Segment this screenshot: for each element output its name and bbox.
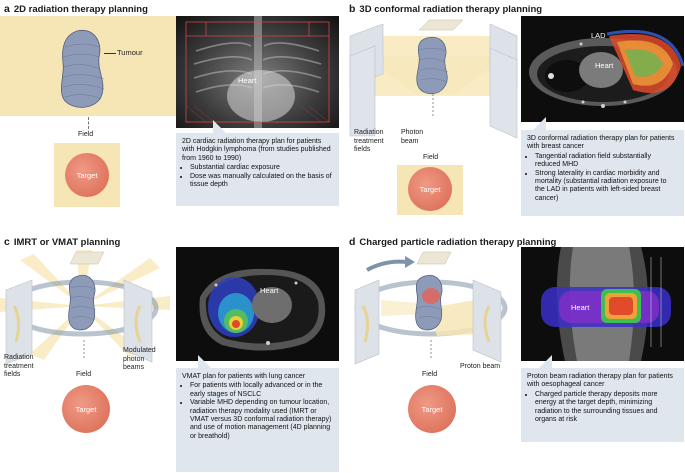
panel-b-target: Target — [408, 167, 452, 211]
panel-b-photon-beam-label: Photon beam — [401, 129, 424, 145]
panel-a-field-label: Field — [78, 131, 94, 138]
panel-d-title-text: Charged particle radiation therapy plann… — [359, 237, 557, 248]
panel-a-heart-label: Heart — [238, 76, 257, 85]
panel-c-bullet-2: Variable MHD depending on tumour locatio… — [190, 399, 333, 441]
panel-d-ct-detail — [541, 247, 671, 361]
panel-b-title-text: 3D conformal radiation therapy planning — [359, 4, 543, 15]
panel-c-caption: VMAT plan for patients with lung cancer … — [176, 368, 339, 472]
panel-a-tumour-label: Tumour — [117, 48, 143, 57]
panel-c-heart-label: Heart — [260, 286, 279, 295]
panel-c-target: Target — [62, 385, 110, 433]
panel-c-field-label: Field — [76, 371, 92, 378]
panel-b-bullet-2: Strong laterality in cardiac morbidity a… — [535, 170, 678, 204]
panel-a-caption-intro: 2D cardiac radiation therapy plan for pa… — [182, 138, 331, 162]
panel-a-tumour-leader — [104, 53, 116, 54]
panel-c-callout-pointer — [198, 355, 212, 369]
panel-d-caption-intro: Proton beam radiation therapy plan for p… — [527, 373, 673, 389]
panel-b-letter: b — [349, 3, 356, 15]
panel-c-ct-detail — [199, 268, 326, 351]
panel-c-caption-intro: VMAT plan for patients with lung cancer — [182, 373, 306, 380]
panel-b-callout-pointer — [532, 117, 546, 131]
panel-d-caption-bullets: Charged particle therapy deposits more e… — [527, 391, 678, 425]
panel-c-title-text: IMRT or VMAT planning — [13, 237, 121, 248]
panel-c-field-diagram — [0, 250, 170, 365]
panel-d-heart-label: Heart — [571, 303, 590, 312]
panel-a-title-text: 2D radiation therapy planning — [13, 4, 148, 15]
panel-a-letter: a — [4, 3, 10, 15]
panel-b-caption-intro: 3D conformal radiation therapy plan for … — [527, 135, 675, 151]
panel-d-ct-image: Heart — [521, 247, 684, 361]
panel-b-field-label: Field — [423, 154, 439, 161]
panel-b-ct-detail — [529, 29, 684, 108]
panel-b-lad-label: LAD — [591, 31, 606, 40]
panel-a-caption: 2D cardiac radiation therapy plan for pa… — [176, 133, 339, 206]
panel-a-tumour-shape — [60, 29, 105, 108]
panel-d-target: Target — [408, 385, 456, 433]
panel-c-letter: c — [4, 236, 10, 248]
panel-b-field-diagram — [349, 19, 518, 139]
panel-a-bullet-2: Dose was manually calculated on the basi… — [190, 173, 333, 190]
panel-b-heart-label: Heart — [595, 61, 614, 70]
panel-b-ct-image: LAD Heart — [521, 16, 684, 122]
panel-d-field-diagram — [354, 251, 508, 365]
panel-b-caption: 3D conformal radiation therapy plan for … — [521, 130, 684, 216]
panel-c-ct-image: Heart — [176, 247, 339, 361]
panel-a-target: Target — [65, 153, 109, 197]
panel-b-bullet-1: Tangential radiation field substantially… — [535, 153, 678, 170]
panel-d-field-label: Field — [422, 371, 438, 378]
panel-a-bullet-1: Substantial cardiac exposure — [190, 164, 333, 172]
panel-a-callout-pointer — [213, 120, 227, 134]
panel-a-caption-bullets: Substantial cardiac exposure Dose was ma… — [182, 164, 333, 189]
panel-d-bullet-1: Charged particle therapy deposits more e… — [535, 391, 678, 425]
panel-b-radiation-fields-label: Radiation treatment fields — [354, 129, 384, 153]
panel-b-caption-bullets: Tangential radiation field substantially… — [527, 153, 678, 203]
panel-c-modulated-label: Modulated photon beams — [123, 347, 156, 371]
panel-c-bullet-1: For patients with locally advanced or in… — [190, 382, 333, 399]
panel-a-xray-detail — [185, 16, 330, 128]
panel-a-xray-image: Heart — [176, 16, 339, 128]
panel-a-axis — [88, 117, 89, 129]
panel-d-caption: Proton beam radiation therapy plan for p… — [521, 368, 684, 442]
panel-c-radiation-fields-label: Radiation treatment fields — [4, 354, 34, 378]
panel-d-proton-beam-label: Proton beam — [460, 363, 501, 370]
panel-d-callout-pointer — [538, 355, 552, 369]
panel-d-letter: d — [349, 236, 356, 248]
panel-c-caption-bullets: For patients with locally advanced or in… — [182, 382, 333, 441]
